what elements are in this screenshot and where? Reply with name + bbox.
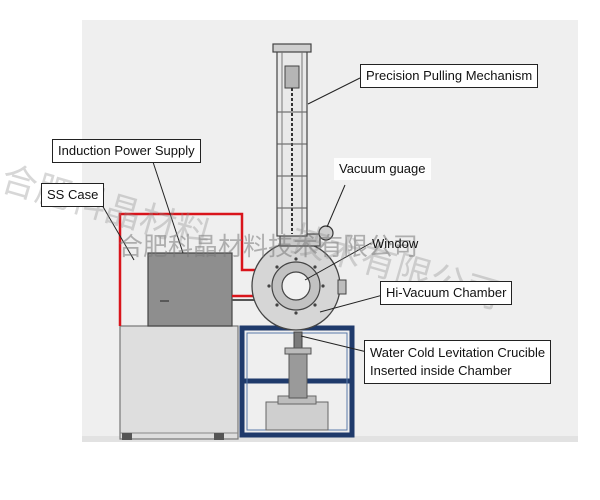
leader-induction bbox=[152, 161, 184, 254]
ss-case-cabinet bbox=[119, 325, 239, 440]
induction-power-supply-box bbox=[147, 252, 233, 327]
leader-lines bbox=[101, 77, 384, 353]
label-vacuum-gauge: Vacuum guage bbox=[334, 158, 431, 180]
chamber-side-port bbox=[337, 279, 347, 295]
pulling-column-cap bbox=[272, 43, 312, 53]
base-block bbox=[265, 401, 329, 431]
crucible-column bbox=[288, 351, 308, 399]
leader-crucible bbox=[300, 335, 368, 353]
chamber-bolts bbox=[267, 257, 325, 315]
cabinet-foot-right bbox=[214, 433, 224, 440]
leader-precision bbox=[307, 77, 361, 105]
label-crucible-line1: Water Cold Levitation Crucible bbox=[370, 345, 546, 360]
leader-window bbox=[304, 242, 372, 281]
pulling-column-rails bbox=[281, 52, 303, 234]
label-ss-case: SS Case bbox=[41, 183, 105, 207]
leader-vacuum bbox=[326, 184, 346, 228]
pulling-motor bbox=[284, 65, 300, 89]
red-cable bbox=[118, 212, 268, 326]
label-window: Window bbox=[372, 236, 419, 251]
vacuum-gauge-dial bbox=[318, 225, 334, 241]
label-crucible-line2: Inserted inside Chamber bbox=[370, 363, 512, 378]
cabinet-foot-left bbox=[122, 433, 132, 440]
label-precision-pulling: Precision Pulling Mechanism bbox=[360, 64, 539, 88]
label-induction-power-supply: Induction Power Supply bbox=[52, 139, 201, 163]
leader-hivacuum bbox=[319, 294, 384, 313]
label-water-cold-crucible: Water Cold Levitation Crucible Inserted … bbox=[364, 340, 552, 384]
chamber-window bbox=[281, 271, 311, 301]
crucible-flange bbox=[284, 347, 312, 355]
label-hi-vacuum-chamber: Hi-Vacuum Chamber bbox=[380, 281, 513, 305]
floor bbox=[82, 436, 578, 442]
leader-ss-case bbox=[101, 204, 135, 261]
